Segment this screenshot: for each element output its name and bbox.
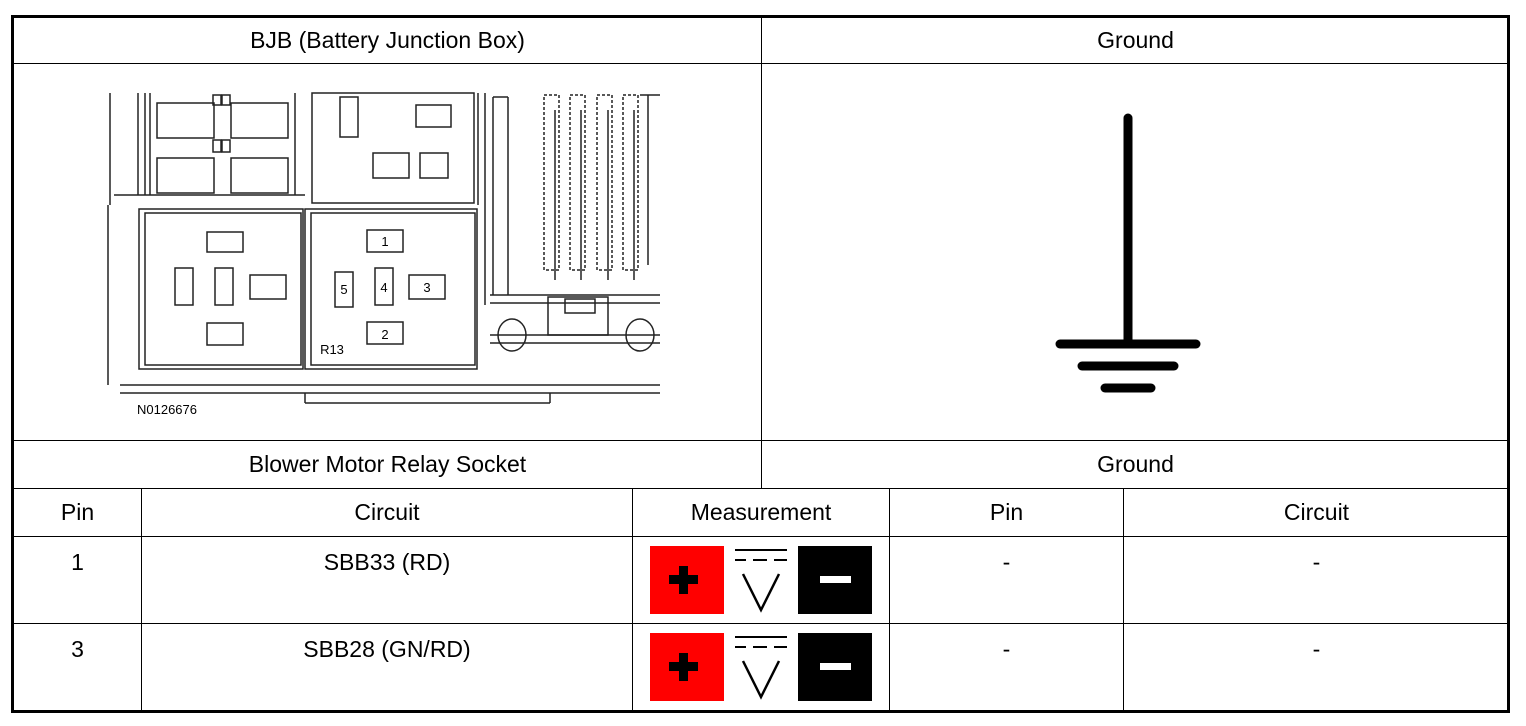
col-header-ground-pin: Pin [989,499,1024,525]
relay-socket-header: Blower Motor Relay Socket [248,451,527,477]
row-divider [13,488,1509,489]
dc-voltmeter-icon [650,633,872,701]
row-1-ground-circuit: - [1312,549,1321,575]
col-header-pin: Pin [60,499,95,525]
row-divider [13,623,1509,624]
column-divider [632,488,633,711]
pin-label-4: 4 [380,280,387,295]
figure-id: N0126676 [137,402,197,417]
row-divider [13,536,1509,537]
bjb-diagram: 1 2 3 4 5 R13 N0126676 [107,92,660,417]
dc-voltmeter-icon [650,546,872,614]
row-1-ground-pin: - [1002,549,1011,575]
column-divider [1123,488,1124,711]
row-1-pin: 1 [71,549,84,575]
row-2-ground-circuit: - [1312,636,1321,662]
col-header-circuit: Circuit [354,499,420,525]
relay-label: R13 [320,342,344,357]
row-2-ground-pin: - [1002,636,1011,662]
column-divider [761,18,762,488]
pin-label-1: 1 [381,234,388,249]
column-divider [889,488,890,711]
col-header-ground-circuit: Circuit [1283,499,1350,525]
row-2-circuit: SBB28 (GN/RD) [303,636,471,662]
row-1-circuit: SBB33 (RD) [323,549,451,575]
ground-header: Ground [1097,27,1174,53]
row-2-pin: 3 [71,636,84,662]
pin-label-5: 5 [340,282,347,297]
wiring-test-table [11,15,1510,713]
column-divider [141,488,142,711]
pin-label-2: 2 [381,327,388,342]
bjb-header: BJB (Battery Junction Box) [250,27,525,53]
ground-icon [1055,113,1201,393]
ground-section-header: Ground [1097,451,1174,477]
col-header-measurement: Measurement [690,499,832,525]
pin-label-3: 3 [423,280,430,295]
